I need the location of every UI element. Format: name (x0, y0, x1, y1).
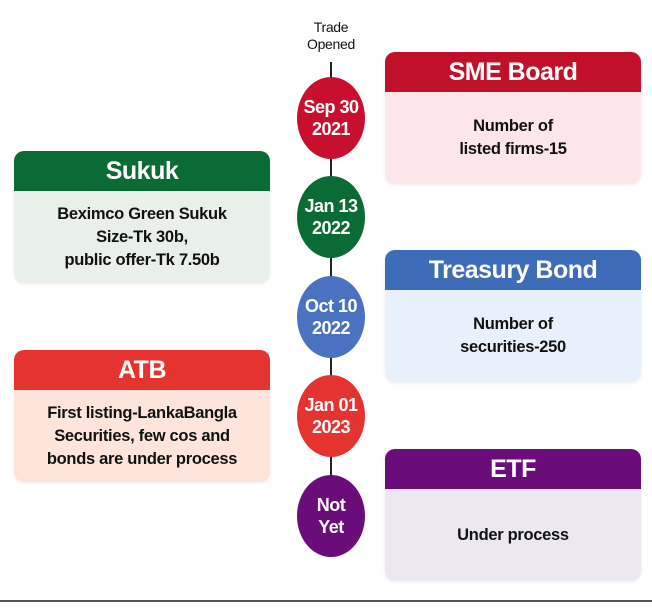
card-line: First listing-LankaBangla (47, 403, 237, 422)
bottom-divider (0, 600, 652, 602)
node-year: 2021 (311, 119, 351, 139)
timeline-node-oct-2022: Oct 10 2022 (297, 276, 365, 358)
node-date: Oct 10 (304, 296, 358, 316)
card-sme-board: SME Board Number of listed firms-15 (385, 52, 641, 184)
node-year: 2023 (311, 417, 351, 437)
card-body: Number of securities-250 (385, 290, 641, 382)
card-title: SME Board (385, 52, 641, 92)
timeline-node-sep-2021: Sep 30 2021 (297, 77, 365, 159)
card-line: Number of (473, 315, 553, 333)
card-body: Beximco Green Sukuk Size-Tk 30b, public … (14, 191, 270, 283)
card-title: Treasury Bond (385, 250, 641, 290)
card-line: bonds are under process (46, 449, 238, 468)
trade-label-line: Trade (313, 19, 349, 35)
card-sukuk: Sukuk Beximco Green Sukuk Size-Tk 30b, p… (14, 151, 270, 283)
trade-opened-label: Trade Opened (296, 19, 366, 53)
node-date: Jan 01 (304, 395, 358, 415)
card-line: Securities, few cos and (54, 426, 230, 445)
card-line: Beximco Green Sukuk (57, 204, 227, 223)
card-title: Sukuk (14, 151, 270, 191)
card-line: securities-250 (460, 338, 566, 356)
card-body: Under process (385, 489, 641, 581)
card-line: Number of (473, 117, 553, 135)
opened-label-line: Opened (306, 36, 356, 52)
timeline-node-jan-2023: Jan 01 2023 (297, 375, 365, 457)
card-atb: ATB First listing-LankaBangla Securities… (14, 350, 270, 482)
node-year: Yet (318, 517, 344, 537)
timeline-node-not-yet: Not Yet (297, 475, 365, 557)
timeline-node-jan-2022: Jan 13 2022 (297, 176, 365, 258)
card-title: ATB (14, 350, 270, 390)
card-line: Size-Tk 30b, (96, 227, 188, 246)
node-date: Not (316, 495, 346, 515)
card-title: ETF (385, 449, 641, 489)
node-date: Jan 13 (304, 196, 358, 216)
card-body: Number of listed firms-15 (385, 92, 641, 184)
card-body: First listing-LankaBangla Securities, fe… (14, 390, 270, 482)
card-line: listed firms-15 (459, 140, 567, 158)
card-etf: ETF Under process (385, 449, 641, 581)
node-year: 2022 (311, 218, 351, 238)
card-treasury-bond: Treasury Bond Number of securities-250 (385, 250, 641, 382)
node-year: 2022 (311, 318, 351, 338)
card-line: Under process (457, 525, 569, 544)
node-date: Sep 30 (303, 97, 359, 117)
card-line: public offer-Tk 7.50b (64, 250, 220, 269)
